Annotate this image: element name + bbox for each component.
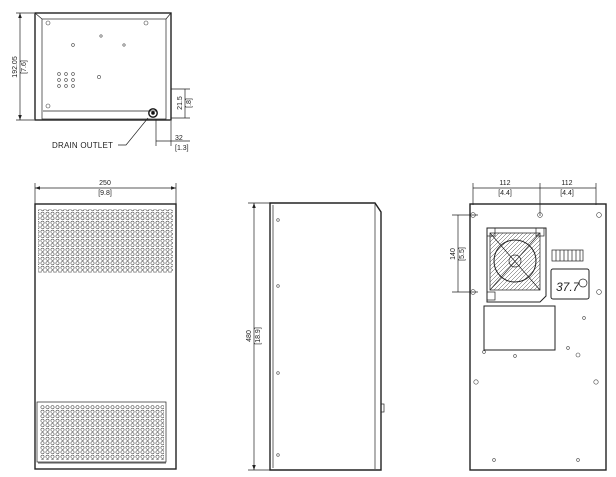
rear-vertical-mm: 140 bbox=[450, 248, 457, 260]
top-height-mm: 192.05 bbox=[12, 56, 19, 78]
drain-offset-in: [1.3] bbox=[175, 145, 189, 152]
front-width-in: [9.8] bbox=[98, 190, 112, 197]
lower-vent-grille bbox=[40, 405, 164, 460]
rear-label-plate bbox=[483, 305, 556, 351]
temperature-readout: 37.7 bbox=[556, 280, 581, 294]
rear-vertical-in: [5.5] bbox=[459, 247, 466, 261]
drain-outlet-label: DRAIN OUTLET bbox=[52, 141, 113, 150]
controller-display: 37.7 bbox=[550, 268, 590, 300]
top-height-in: [7.6] bbox=[21, 60, 28, 74]
terminal-block bbox=[57, 72, 75, 88]
drain-height-mm: 21.5 bbox=[177, 96, 184, 110]
rear-view: 112 [4.4] 112 [4.4] 140 [5.5] bbox=[450, 180, 607, 471]
top-view-outline bbox=[34, 12, 172, 121]
fan-module bbox=[486, 227, 547, 303]
rear-view-outline bbox=[469, 203, 607, 471]
side-height-mm: 480 bbox=[246, 330, 253, 342]
front-view-outline bbox=[34, 203, 177, 470]
side-view-outline bbox=[269, 202, 382, 471]
terminal-strip bbox=[551, 249, 584, 262]
drain-outlet-icon bbox=[148, 108, 158, 118]
rear-right-mm: 112 bbox=[561, 180, 572, 187]
rear-left-in: [4.4] bbox=[498, 190, 512, 197]
top-view-inner bbox=[41, 18, 167, 120]
top-view: 192.05 [7.6] 21.5 [.8] 32 [1.3] DRAIN OU… bbox=[12, 12, 193, 152]
front-view: 250 [9.8] bbox=[34, 180, 177, 470]
rear-left-mm: 112 bbox=[499, 180, 510, 187]
rear-right-in: [4.4] bbox=[560, 190, 574, 197]
drain-height-in: [.8] bbox=[186, 98, 193, 108]
drain-offset-mm: 32 bbox=[175, 135, 183, 142]
side-height-in: [18.9] bbox=[255, 327, 262, 345]
side-view: 480 [18.9] bbox=[246, 202, 385, 471]
upper-vent-grille bbox=[38, 209, 173, 273]
front-width-mm: 250 bbox=[99, 180, 111, 187]
